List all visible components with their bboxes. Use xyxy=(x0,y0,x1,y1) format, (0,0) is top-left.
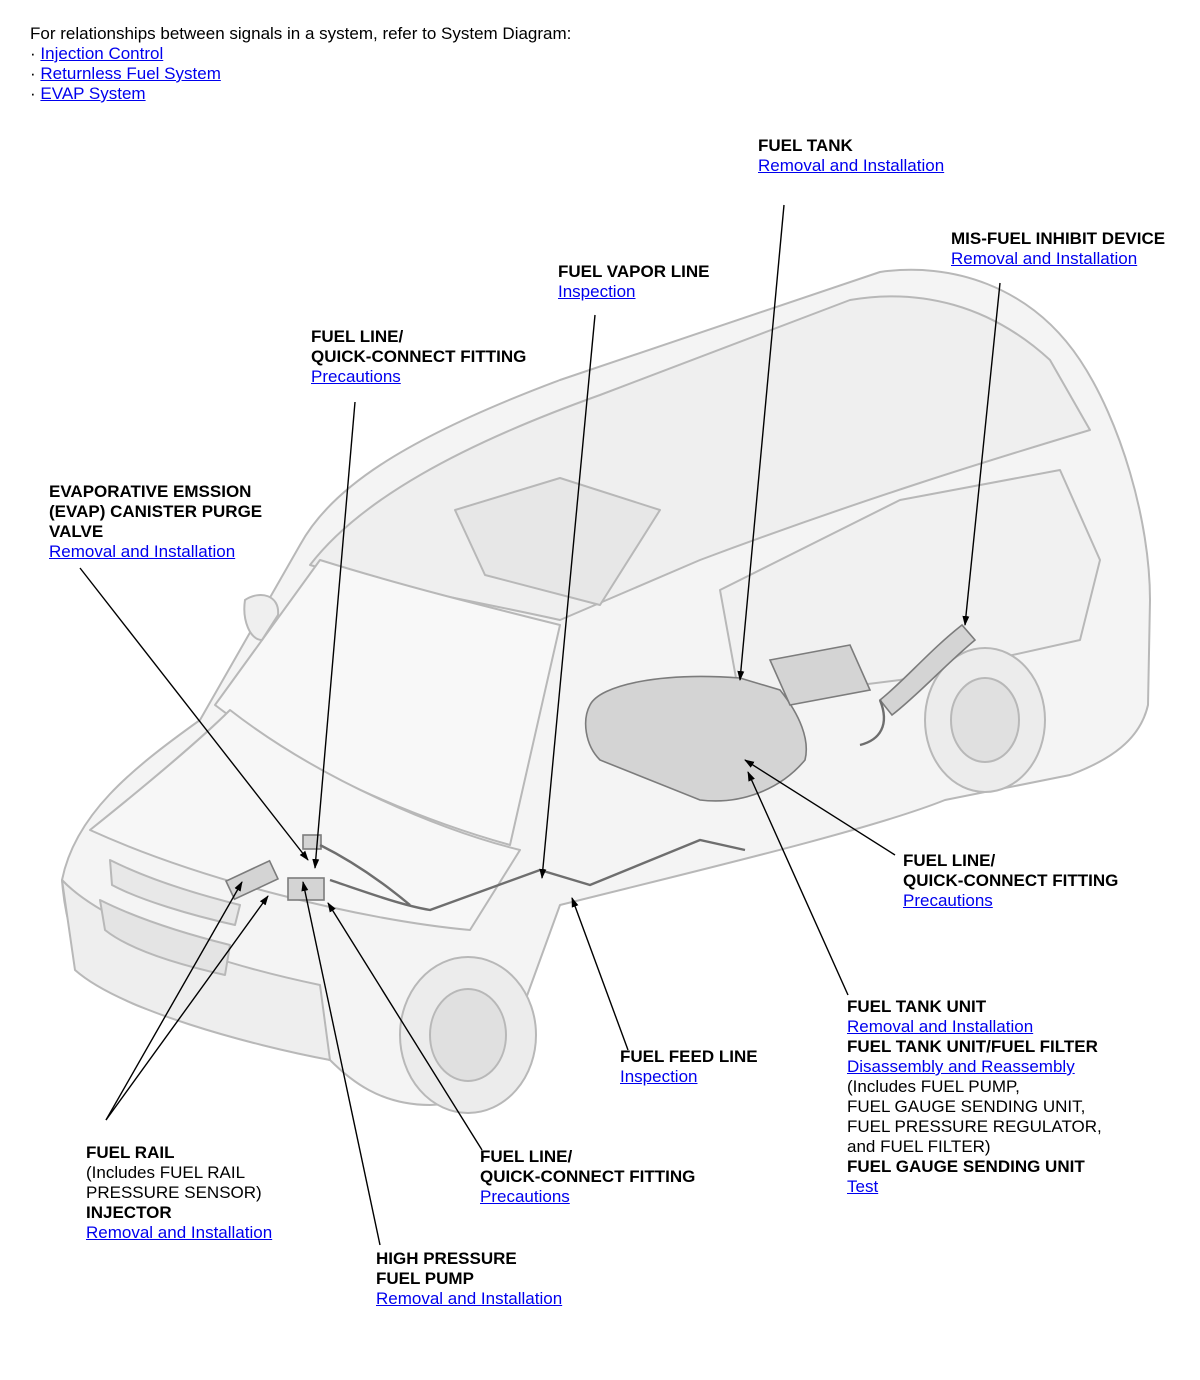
headlight xyxy=(109,859,241,926)
callout-misfuel-inhibit-device: MIS-FUEL INHIBIT DEVICE Removal and Inst… xyxy=(951,229,1165,269)
hp-pump-title-1: HIGH PRESSURE xyxy=(376,1249,517,1268)
tank-unit-note-3: FUEL PRESSURE REGULATOR, xyxy=(847,1117,1102,1136)
evap-title-3: VALVE xyxy=(49,522,104,541)
leader-evap-valve xyxy=(79,567,309,861)
sunroof xyxy=(454,477,661,606)
injection-control-link[interactable]: Injection Control xyxy=(40,44,164,63)
leader-feed-line xyxy=(571,897,629,1051)
evap-title-1: EVAPORATIVE EMSSION xyxy=(49,482,252,501)
intro-link-item: · Injection Control xyxy=(30,44,571,64)
intro-block: For relationships between signals in a s… xyxy=(30,24,571,104)
intro-text: For relationships between signals in a s… xyxy=(30,24,572,43)
tank-unit-note-4: and FUEL FILTER) xyxy=(847,1137,991,1156)
gauge-sending-unit-title: FUEL GAUGE SENDING UNIT xyxy=(847,1157,1085,1176)
gauge-sending-unit-test-link[interactable]: Test xyxy=(847,1177,879,1196)
callout-fuel-vapor-line: FUEL VAPOR LINE Inspection xyxy=(558,262,709,302)
fuel-tank-removal-link[interactable]: Removal and Installation xyxy=(758,156,945,175)
filler-neck-shape xyxy=(878,623,977,717)
intro-link-item: · EVAP System xyxy=(30,84,571,104)
rear-wheel-hub xyxy=(950,677,1020,763)
qc-lower-title-2: QUICK-CONNECT FITTING xyxy=(480,1167,696,1186)
hp-pump-title-2: FUEL PUMP xyxy=(376,1269,474,1288)
fuel-feed-line-path xyxy=(329,838,746,912)
leader-qc-upper xyxy=(312,401,356,869)
filler-tube-path xyxy=(859,699,886,747)
fuel-rail-title: FUEL RAIL xyxy=(86,1143,175,1162)
front-wheel-hub xyxy=(429,988,507,1082)
callout-fuel-tank-unit: FUEL TANK UNIT Removal and Installation … xyxy=(847,997,1102,1197)
callout-high-pressure-fuel-pump: HIGH PRESSURE FUEL PUMP Removal and Inst… xyxy=(376,1249,562,1309)
qc-right-title-1: FUEL LINE/ xyxy=(903,851,996,870)
vapor-line-inspection-link[interactable]: Inspection xyxy=(558,282,636,301)
feed-line-inspection-link[interactable]: Inspection xyxy=(620,1067,698,1086)
tank-unit-title: FUEL TANK UNIT xyxy=(847,997,987,1016)
tank-unit-note-1: (Includes FUEL PUMP, xyxy=(847,1077,1020,1096)
fuel-tank-title: FUEL TANK xyxy=(758,136,853,155)
tank-unit-filter-title: FUEL TANK UNIT/FUEL FILTER xyxy=(847,1037,1098,1056)
fuel-tank-shape xyxy=(584,675,807,802)
qc-lower-title-1: FUEL LINE/ xyxy=(480,1147,573,1166)
misfuel-removal-link[interactable]: Removal and Installation xyxy=(951,249,1138,268)
qc-upper-precautions-link[interactable]: Precautions xyxy=(311,367,401,386)
leader-qc-right xyxy=(744,759,896,856)
callout-quick-connect-right: FUEL LINE/ QUICK-CONNECT FITTING Precaut… xyxy=(903,851,1118,911)
leader-fuel-rail-b xyxy=(105,895,269,1121)
leader-hp-pump xyxy=(301,881,381,1246)
hood xyxy=(89,709,521,931)
qc-upper-title-1: FUEL LINE/ xyxy=(311,327,404,346)
evap-title-2: (EVAP) CANISTER PURGE xyxy=(49,502,263,521)
evap-canister-shape xyxy=(768,644,872,706)
grille xyxy=(99,899,231,976)
callout-fuel-rail-injector: FUEL RAIL (Includes FUEL RAIL PRESSURE S… xyxy=(86,1143,272,1243)
fuel-vapor-line-path xyxy=(319,843,411,906)
leader-qc-lower xyxy=(327,902,483,1151)
leader-lines xyxy=(79,204,1001,1246)
evap-system-link[interactable]: EVAP System xyxy=(40,84,146,103)
vapor-line-title: FUEL VAPOR LINE xyxy=(558,262,710,281)
side-mirror xyxy=(243,594,280,641)
leader-tank-unit xyxy=(747,771,849,996)
fuel-rail-note-2: PRESSURE SENSOR) xyxy=(86,1183,262,1202)
feed-line-title: FUEL FEED LINE xyxy=(620,1047,758,1066)
tank-unit-disassembly-link[interactable]: Disassembly and Reassembly xyxy=(847,1057,1075,1076)
callout-fuel-tank: FUEL TANK Removal and Installation xyxy=(758,136,944,176)
qc-right-title-2: QUICK-CONNECT FITTING xyxy=(903,871,1119,890)
intro-link-item: · Returnless Fuel System xyxy=(30,64,571,84)
tank-unit-removal-link[interactable]: Removal and Installation xyxy=(847,1017,1034,1036)
leader-vapor-line xyxy=(539,314,596,879)
callout-fuel-feed-line: FUEL FEED LINE Inspection xyxy=(620,1047,758,1087)
leader-misfuel xyxy=(962,282,1001,626)
fuel-lines xyxy=(319,699,886,912)
bullet: · xyxy=(30,84,36,103)
leader-fuel-tank xyxy=(737,204,785,681)
vehicle-illustration xyxy=(61,268,1151,1114)
returnless-fuel-system-link[interactable]: Returnless Fuel System xyxy=(40,64,221,83)
bullet: · xyxy=(30,64,36,83)
evap-removal-link[interactable]: Removal and Installation xyxy=(49,542,236,561)
leader-fuel-rail-a xyxy=(105,881,243,1121)
hp-pump-removal-link[interactable]: Removal and Installation xyxy=(376,1289,563,1308)
qc-lower-precautions-link[interactable]: Precautions xyxy=(480,1187,570,1206)
injector-title: INJECTOR xyxy=(86,1203,172,1222)
bullet: · xyxy=(30,44,36,63)
fuel-rail-removal-link[interactable]: Removal and Installation xyxy=(86,1223,273,1242)
qc-right-precautions-link[interactable]: Precautions xyxy=(903,891,993,910)
misfuel-title: MIS-FUEL INHIBIT DEVICE xyxy=(951,229,1166,248)
callout-quick-connect-lower: FUEL LINE/ QUICK-CONNECT FITTING Precaut… xyxy=(480,1147,695,1207)
qc-upper-title-2: QUICK-CONNECT FITTING xyxy=(311,347,527,366)
fuel-rail-note-1: (Includes FUEL RAIL xyxy=(86,1163,246,1182)
tank-unit-note-2: FUEL GAUGE SENDING UNIT, xyxy=(847,1097,1086,1116)
callout-quick-connect-upper: FUEL LINE/ QUICK-CONNECT FITTING Precaut… xyxy=(311,327,526,387)
callout-evap-purge-valve: EVAPORATIVE EMSSION (EVAP) CANISTER PURG… xyxy=(49,482,262,562)
